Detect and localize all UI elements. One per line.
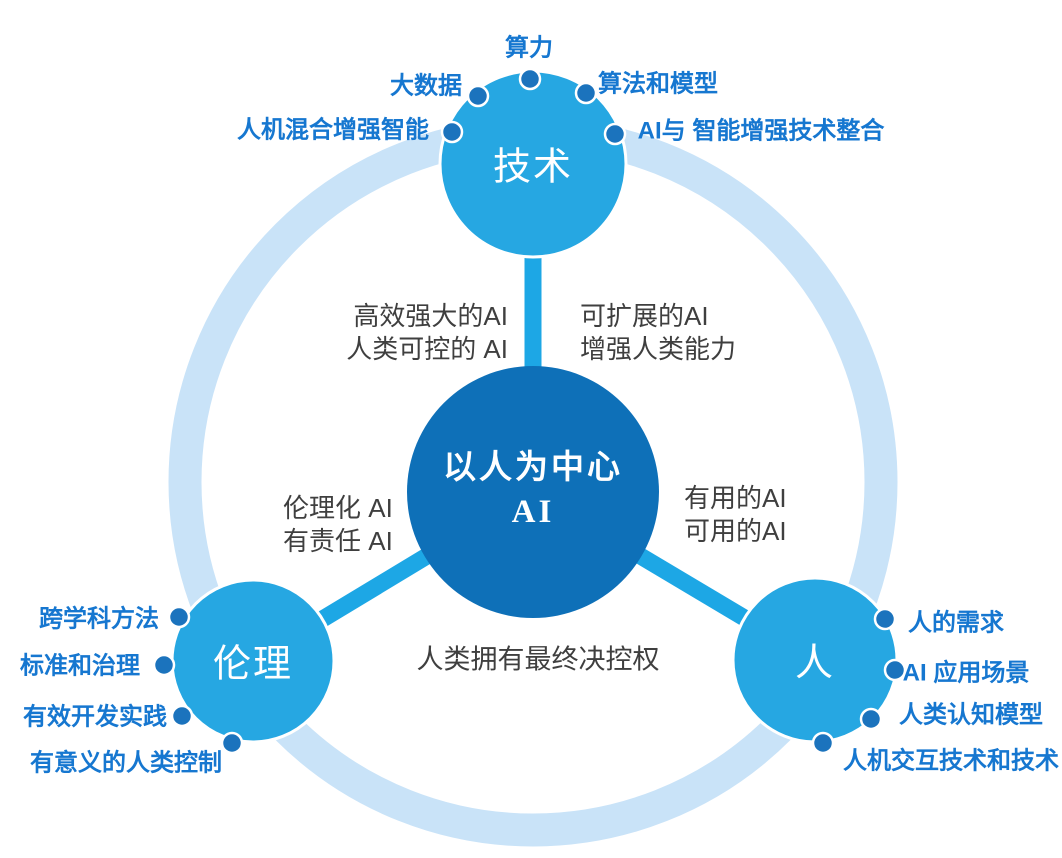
satellite-label-ai-application-scenarios: AI 应用场景 bbox=[902, 659, 1030, 687]
edge-label-tech-left: 高效强大的AI 人类可控的 AI bbox=[346, 300, 508, 366]
edge-label-tech-left-line1: 高效强大的AI bbox=[353, 301, 508, 331]
dot-dev-practices bbox=[170, 704, 194, 728]
center-label-line1: 以人为中心 bbox=[443, 450, 623, 486]
satellite-label-interdisciplinary-methods: 跨学科方法 bbox=[39, 605, 159, 633]
dot-big-data bbox=[466, 84, 490, 108]
bottom-note: 人类拥有最终决控权 bbox=[416, 644, 660, 675]
satellite-label-human-needs: 人的需求 bbox=[908, 609, 1004, 637]
ethics-node-label: 伦理 bbox=[212, 643, 294, 686]
edge-label-ethics: 伦理化 AI 有责任 AI bbox=[283, 492, 393, 558]
satellite-label-hybrid-intelligence: 人机混合增强智能 bbox=[237, 116, 429, 144]
satellite-label-standards-governance: 标准和治理 bbox=[20, 652, 140, 680]
satellite-label-development-practices: 有效开发实践 bbox=[23, 703, 167, 731]
satellite-label-ai-integration: AI与 智能增强技术整合 bbox=[637, 117, 885, 145]
center-circle bbox=[407, 366, 659, 618]
dot-cognitive-models bbox=[859, 707, 883, 731]
dot-standards bbox=[152, 653, 176, 677]
edge-label-tech-right-line1: 可扩展的AI bbox=[580, 301, 709, 331]
human-node-label: 人 bbox=[794, 642, 836, 685]
satellite-label-algorithms-models: 算法和模型 bbox=[598, 70, 718, 98]
dot-ai-scenarios bbox=[883, 658, 907, 682]
technology-node-label: 技术 bbox=[492, 146, 574, 189]
dot-algorithms-models bbox=[574, 81, 598, 105]
edge-label-tech-right-line2: 增强人类能力 bbox=[580, 334, 737, 364]
edge-label-human-line1: 有用的AI bbox=[684, 483, 787, 513]
edge-label-tech-left-line2: 人类可控的 AI bbox=[346, 334, 508, 364]
dot-human-control bbox=[220, 731, 244, 755]
dot-interdisciplinary bbox=[167, 605, 191, 629]
dot-human-needs bbox=[873, 607, 897, 631]
satellite-label-human-cognitive-models: 人类认知模型 bbox=[899, 701, 1043, 729]
dot-ai-integration bbox=[603, 122, 627, 146]
edge-label-ethics-line1: 伦理化 AI bbox=[283, 493, 393, 523]
satellite-label-big-data: 大数据 bbox=[390, 72, 462, 100]
edge-label-tech-right: 可扩展的AI 增强人类能力 bbox=[580, 300, 736, 366]
satellite-label-hci-technology: 人机交互技术和技术 bbox=[843, 747, 1059, 775]
edge-label-human-line2: 可用的AI bbox=[684, 516, 787, 546]
satellite-label-meaningful-human-control: 有意义的人类控制 bbox=[30, 749, 222, 777]
dot-hybrid-intel bbox=[440, 120, 464, 144]
dot-computing-power bbox=[518, 67, 542, 91]
edge-label-human: 有用的AI 可用的AI bbox=[684, 482, 787, 548]
center-node-label: 以人为中心 AI bbox=[443, 446, 623, 534]
center-label-line2: AI bbox=[511, 494, 555, 530]
satellite-label-computing-power: 算力 bbox=[505, 34, 553, 62]
edge-label-ethics-line2: 有责任 AI bbox=[283, 526, 393, 556]
dot-hci-tech bbox=[811, 731, 835, 755]
